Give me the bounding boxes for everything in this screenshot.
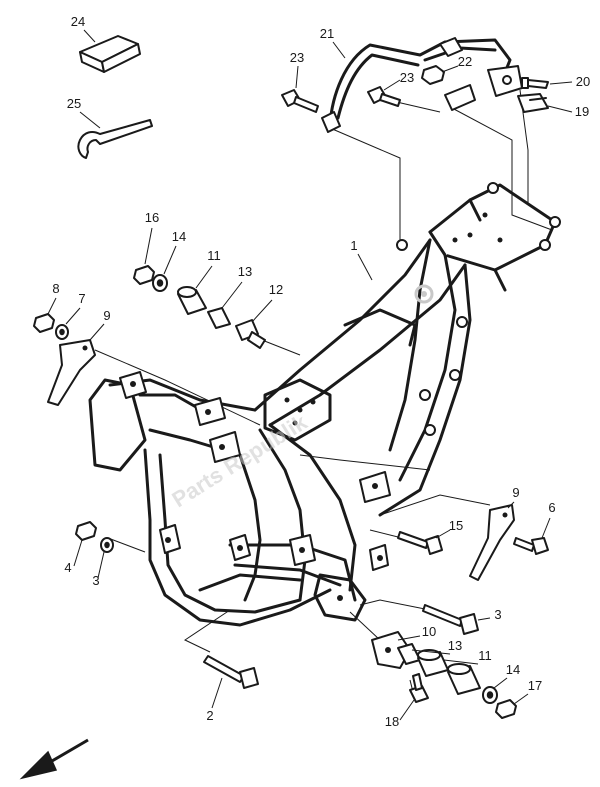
callouts: 24 25 21 23 23 22 20 19 1 16 14 11 13 12… bbox=[52, 14, 590, 729]
callout-9-right: 9 bbox=[512, 485, 519, 500]
leader-21-frame-left bbox=[329, 127, 401, 245]
part-8-nut bbox=[33, 313, 55, 333]
part-2-bolt bbox=[203, 655, 259, 689]
part-14-washer-top bbox=[152, 274, 168, 292]
callout-17: 17 bbox=[528, 678, 542, 693]
gear-icon bbox=[414, 284, 434, 304]
part-9-bracket-right bbox=[469, 504, 515, 581]
part-11-bushing-lower bbox=[447, 663, 481, 695]
callout-22: 22 bbox=[458, 54, 472, 69]
part-23-bolt-left bbox=[281, 89, 319, 113]
part-22-nut bbox=[421, 65, 445, 85]
callout-7: 7 bbox=[78, 291, 85, 306]
callout-12: 12 bbox=[269, 282, 283, 297]
part-13-collar-top bbox=[207, 307, 231, 329]
callout-leaders bbox=[47, 29, 573, 721]
callout-2: 2 bbox=[206, 708, 213, 723]
part-4-nut bbox=[75, 521, 97, 541]
leader-10-frame bbox=[349, 611, 381, 641]
callout-19: 19 bbox=[575, 104, 589, 119]
callout-13-bottom: 13 bbox=[448, 638, 462, 653]
callout-8: 8 bbox=[52, 281, 59, 296]
part-9-bracket-left bbox=[47, 339, 96, 406]
callout-4: 4 bbox=[64, 560, 71, 575]
callout-14-bottom: 14 bbox=[506, 662, 520, 677]
part-6-bolt bbox=[513, 537, 549, 555]
part-14-washer-bottom bbox=[482, 686, 498, 704]
callout-23-right: 23 bbox=[400, 70, 414, 85]
watermark: Parts Republik bbox=[167, 409, 312, 512]
leader-9-right-frame bbox=[379, 494, 491, 516]
part-17-nut bbox=[495, 699, 517, 719]
callout-24: 24 bbox=[71, 14, 85, 29]
callout-16: 16 bbox=[145, 210, 159, 225]
leader-12-frame bbox=[261, 339, 301, 356]
callout-25: 25 bbox=[67, 96, 81, 111]
callout-18: 18 bbox=[385, 714, 399, 729]
leader-4-3-frame bbox=[107, 537, 146, 553]
callout-15: 15 bbox=[449, 518, 463, 533]
callout-3-left: 3 bbox=[92, 573, 99, 588]
part-15-bolt bbox=[397, 531, 443, 555]
part-21-rail bbox=[321, 37, 523, 133]
part-12-bolt bbox=[235, 319, 266, 349]
callout-14-top: 14 bbox=[172, 229, 186, 244]
part-11-bushing-bottom bbox=[417, 649, 449, 677]
part-19-clamp bbox=[517, 93, 549, 113]
callout-21: 21 bbox=[320, 26, 334, 41]
callout-3-right: 3 bbox=[494, 607, 501, 622]
watermark-text: Parts Republik bbox=[167, 409, 312, 512]
part-25-spanner bbox=[77, 119, 153, 159]
part-16-nut bbox=[133, 265, 155, 285]
part-18-bolt bbox=[409, 673, 429, 703]
leader-2-frame bbox=[183, 609, 231, 653]
part-3-bolt-right bbox=[422, 604, 479, 635]
part-11-bushing-top bbox=[177, 286, 207, 315]
leader-frame-center-box bbox=[299, 454, 431, 471]
leader-21-frame-right bbox=[451, 107, 553, 231]
callout-11-bottom: 11 bbox=[478, 648, 492, 663]
callout-11-top: 11 bbox=[207, 248, 221, 263]
part-20-screw bbox=[521, 77, 549, 89]
part-7-washer bbox=[55, 324, 69, 340]
leader-3-right-frame bbox=[359, 599, 431, 611]
part-23-bolt-right bbox=[367, 86, 401, 107]
callout-9-left: 9 bbox=[103, 308, 110, 323]
part-3-washer-left bbox=[100, 537, 114, 553]
callout-20: 20 bbox=[576, 74, 590, 89]
callout-6: 6 bbox=[548, 500, 555, 515]
part-24-cover bbox=[79, 35, 141, 73]
callout-13-top: 13 bbox=[238, 264, 252, 279]
callout-1: 1 bbox=[350, 238, 357, 253]
callout-23-left: 23 bbox=[290, 50, 304, 65]
direction-arrow-icon bbox=[19, 738, 89, 780]
callout-10: 10 bbox=[422, 624, 436, 639]
leader-9-left-frame bbox=[94, 349, 261, 426]
part-1-main-frame bbox=[88, 182, 561, 627]
